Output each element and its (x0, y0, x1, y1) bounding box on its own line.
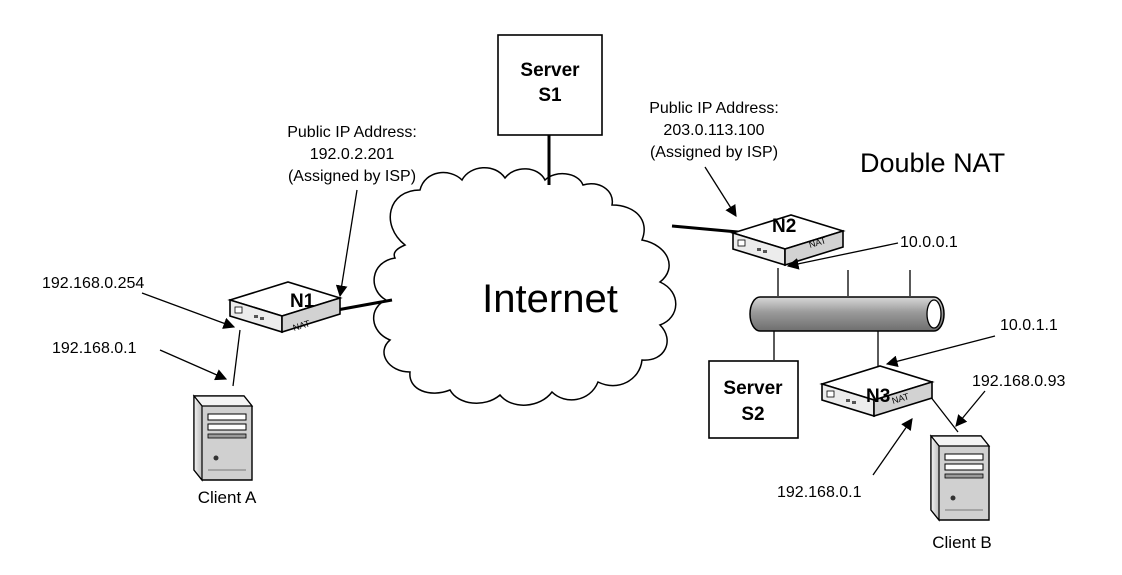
server-s1-line1: Server (520, 60, 580, 81)
router-n3-nat-badge: NAT (891, 391, 911, 406)
ip-n1-lan-arrow (141, 292, 236, 329)
n2-public-ip-line2: 203.0.113.100 (663, 122, 764, 139)
double-nat-title: Double NAT (860, 148, 1005, 178)
link-n1-internet (336, 298, 393, 312)
client-b-label: Client B (932, 533, 992, 552)
router-n2-label: N2 (772, 216, 796, 237)
network-bus-end (926, 299, 942, 329)
ip-n3-wan-arrow (885, 335, 996, 368)
n1-public-ip-line1: Public IP Address: (287, 124, 417, 141)
link-n3-client-b (929, 395, 959, 433)
router-n1 (229, 281, 341, 333)
ip-n1-lan-label: 192.168.0.254 (42, 275, 144, 292)
ip-n3-wan-label: 10.0.1.1 (1000, 317, 1058, 334)
ip-client-b-arrow (955, 390, 986, 427)
server-s2-box (708, 360, 799, 439)
n2-public-ip-arrow (704, 166, 737, 217)
router-n2-nat-badge: NAT (808, 235, 828, 250)
ip-client-b-label: 192.168.0.93 (972, 373, 1066, 390)
ip-n2-inside-arrow (786, 242, 899, 270)
server-s2-line1: Server (723, 378, 783, 399)
internet-label: Internet (482, 277, 618, 321)
server-s2-line2: S2 (741, 404, 764, 425)
ip-client-a-label: 192.168.0.1 (52, 340, 137, 357)
server-s1-box (497, 34, 603, 136)
n2-public-ip-line1: Public IP Address: (649, 100, 779, 117)
router-n1-label: N1 (290, 291, 315, 312)
n1-public-ip-arrow (335, 189, 358, 298)
client-a-label: Client A (198, 488, 257, 507)
ip-client-a-arrow (159, 349, 228, 381)
client-a-computer (193, 395, 253, 481)
link-n2-internet (671, 224, 739, 234)
n1-public-ip-line3: (Assigned by ISP) (288, 168, 416, 185)
client-b-computer (930, 435, 990, 521)
internet-cloud (372, 167, 677, 406)
ip-n2-inside-label: 10.0.0.1 (900, 234, 958, 251)
ip-n3-lan-arrow (872, 418, 913, 476)
ip-n3-lan-label: 192.168.0.1 (777, 484, 862, 501)
server-s1-line2: S1 (538, 85, 562, 106)
router-n3-label: N3 (866, 386, 890, 407)
n2-public-ip-line3: (Assigned by ISP) (650, 144, 778, 161)
network-bus (749, 296, 945, 332)
router-n1-nat-badge: NAT (292, 318, 312, 333)
link-n1-client-a (232, 329, 241, 387)
n1-public-ip-line2: 192.0.2.201 (310, 146, 395, 163)
